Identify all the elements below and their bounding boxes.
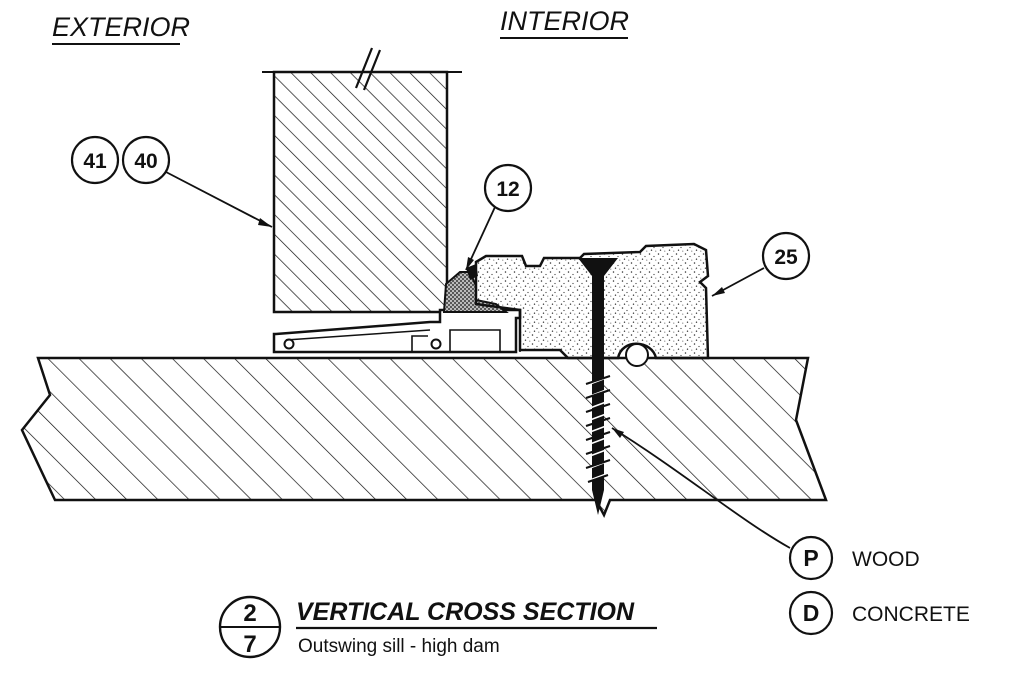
- legend-wood-text: WOOD: [852, 548, 920, 571]
- callout-25: 25: [711, 231, 811, 297]
- aluminum-sill: [272, 308, 522, 354]
- section-reference: 2 7: [218, 595, 282, 659]
- legend-d-circle: [788, 590, 834, 636]
- interior-label: INTERIOR: [500, 6, 629, 36]
- legend-item-wood: P WOOD: [788, 535, 920, 581]
- interior-label-group: INTERIOR: [500, 6, 629, 39]
- exterior-label: EXTERIOR: [52, 12, 190, 42]
- callout-25-text: 25: [774, 246, 798, 269]
- drawing-title: VERTICAL CROSS SECTION: [296, 598, 635, 626]
- break-mark: [354, 47, 374, 89]
- drawing-subtitle: Outswing sill - high dam: [298, 636, 500, 657]
- callout-40-text: 40: [134, 150, 157, 173]
- legend-p-circle: [788, 535, 834, 581]
- callout-12: 12: [465, 163, 533, 271]
- concrete-slab: [20, 356, 828, 518]
- screw: [578, 258, 618, 515]
- legend-p-key: P: [803, 545, 818, 571]
- drawing-title-group: VERTICAL CROSS SECTION Outswing sill - h…: [296, 598, 657, 657]
- legend-concrete-text: CONCRETE: [852, 603, 970, 626]
- callout-41-text: 41: [83, 150, 107, 173]
- exterior-label-group: EXTERIOR: [52, 12, 190, 45]
- section-number: 2: [243, 600, 256, 627]
- legend-leader: [611, 427, 791, 549]
- callout-12-text: 12: [496, 178, 519, 201]
- sheet-number: 7: [243, 631, 256, 658]
- callout-41-40: 41 40: [70, 135, 273, 228]
- door-leaf: [262, 47, 462, 314]
- legend-d-key: D: [803, 600, 820, 626]
- legend-item-concrete: D CONCRETE: [788, 590, 970, 636]
